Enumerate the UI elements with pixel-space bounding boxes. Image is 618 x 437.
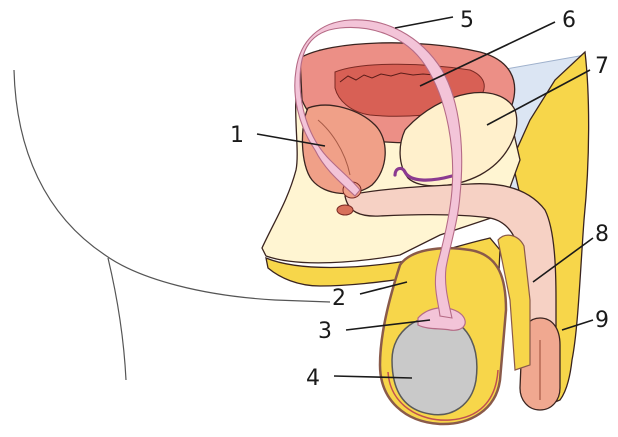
svg-text:6: 6 (562, 8, 576, 33)
svg-text:3: 3 (318, 319, 332, 344)
label-5: 5 (395, 8, 474, 33)
svg-text:2: 2 (332, 286, 346, 311)
svg-text:7: 7 (595, 54, 609, 79)
svg-text:9: 9 (595, 308, 609, 333)
svg-text:8: 8 (595, 222, 609, 247)
bulbourethral-gland (337, 205, 353, 215)
testis (392, 317, 477, 415)
svg-text:4: 4 (306, 366, 320, 391)
svg-text:5: 5 (460, 8, 474, 33)
svg-text:1: 1 (230, 123, 244, 148)
